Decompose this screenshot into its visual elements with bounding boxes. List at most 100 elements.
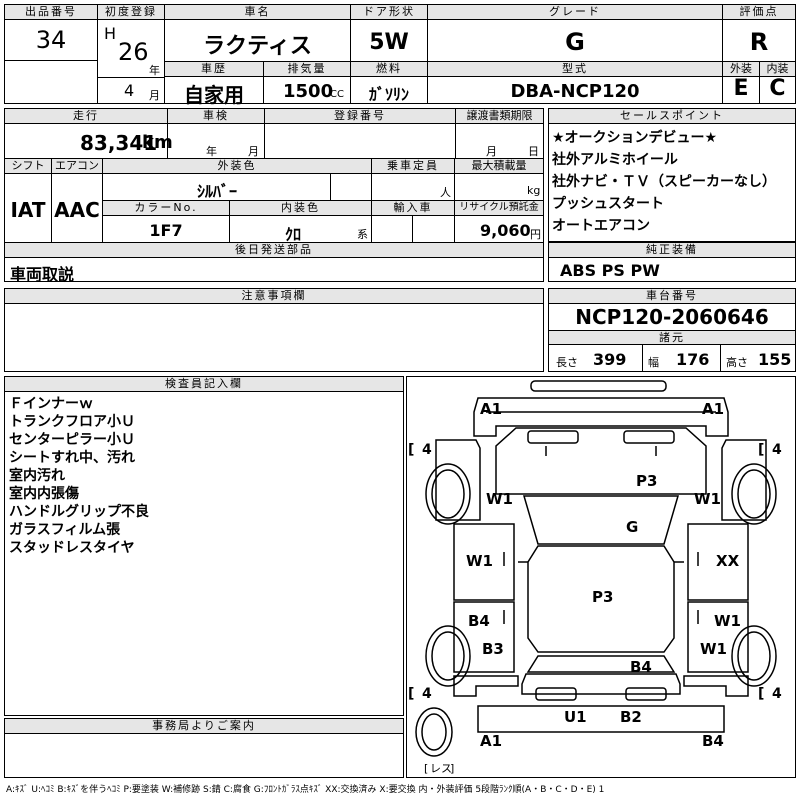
transfer-day-unit: 日 bbox=[528, 145, 539, 158]
reg-year: 26 bbox=[118, 38, 149, 66]
mark-right-rear-door: W1 bbox=[714, 612, 741, 630]
svg-text:[: [ bbox=[408, 686, 414, 702]
hood-outline bbox=[495, 427, 707, 495]
grade-label: グレード bbox=[428, 5, 722, 20]
rear-hatch bbox=[521, 673, 681, 695]
svg-text:[: [ bbox=[424, 762, 428, 775]
svg-text:[: [ bbox=[408, 442, 414, 458]
door-label: ドア形状 bbox=[351, 5, 427, 20]
equipment-value: ABS PS PW bbox=[560, 261, 660, 280]
capacity-label: 乗車定員 bbox=[372, 159, 454, 174]
trunk-lid bbox=[518, 636, 684, 700]
chassis-label: 車台番号 bbox=[549, 289, 795, 304]
first-reg-label: 初度登録 bbox=[98, 5, 164, 20]
insp-month-unit: 月 bbox=[248, 145, 259, 158]
equipment-label: 純正装備 bbox=[549, 243, 795, 258]
sales-point-item: ★オークションデビュー★ bbox=[552, 130, 718, 146]
vehicle-info-table bbox=[4, 108, 544, 282]
tread-rl: 4 bbox=[422, 686, 432, 702]
height: 155 bbox=[758, 350, 792, 369]
mileage-unit: km bbox=[142, 132, 173, 153]
capacity-unit: 人 bbox=[440, 186, 451, 199]
inspector-item: センターピラー小Ｕ bbox=[9, 432, 135, 448]
fuel: ｶﾞｿﾘﾝ bbox=[368, 85, 409, 104]
left-front-fender bbox=[435, 439, 481, 521]
inspector-item: トランクフロア小Ｕ bbox=[9, 414, 135, 430]
history: 自家用 bbox=[184, 83, 244, 107]
ext-label: 外装 bbox=[723, 62, 759, 77]
era: H bbox=[104, 24, 117, 43]
inspector-item: シートすれ中、汚れ bbox=[9, 450, 135, 466]
diagram-box bbox=[406, 376, 796, 778]
lot-no-label: 出品番号 bbox=[5, 5, 97, 20]
mark-hood: P3 bbox=[636, 472, 657, 490]
left-rear-door bbox=[453, 601, 515, 673]
inspector-item: ハンドルグリップ不良 bbox=[9, 504, 149, 520]
height-label: 高さ bbox=[726, 356, 748, 369]
windshield bbox=[523, 495, 679, 545]
mark-rear-panel-1: U1 bbox=[564, 708, 587, 726]
color: ｼﾙﾊﾞｰ bbox=[196, 182, 237, 201]
sales-points-list: ★オークションデビュー★社外アルミホイール社外ナビ・ＴＶ（スピーカーなし）プッシ… bbox=[552, 127, 796, 237]
color-no: 1F7 bbox=[149, 221, 183, 240]
inspector-item: スタッドレスタイヤ bbox=[9, 540, 135, 556]
svg-text:[: [ bbox=[758, 686, 764, 702]
left-front-wheel bbox=[425, 463, 471, 525]
rear-bumper bbox=[477, 705, 725, 733]
later-parts-label: 後日発送部品 bbox=[5, 243, 543, 258]
right-rear-wheel bbox=[731, 625, 777, 687]
insp-year-unit: 年 bbox=[206, 145, 217, 158]
mark-trunk: B4 bbox=[630, 658, 652, 676]
left-front-door bbox=[453, 523, 515, 601]
model: DBA-NCP120 bbox=[510, 81, 640, 102]
mark-roof: P3 bbox=[592, 588, 613, 606]
inspector-item: 室内内張傷 bbox=[9, 486, 79, 502]
mark-windshield: G bbox=[626, 518, 638, 536]
roof bbox=[527, 545, 675, 653]
reg-month-unit: 月 bbox=[149, 89, 160, 102]
length-label: 長さ bbox=[556, 356, 578, 369]
int-color-unit: 系 bbox=[357, 228, 368, 241]
mark-fl-wheel: W1 bbox=[486, 490, 513, 508]
mark-front-right: A1 bbox=[702, 400, 724, 418]
mark-rear-panel-2: B2 bbox=[620, 708, 642, 726]
recycle-unit: 円 bbox=[530, 228, 541, 241]
mark-front-left: A1 bbox=[480, 400, 502, 418]
equipment-box bbox=[548, 242, 796, 282]
ac-label: エアコン bbox=[52, 159, 102, 174]
chassis-number: NCP120-2060646 bbox=[575, 305, 769, 329]
spare-tire bbox=[415, 707, 453, 757]
tread-rr: 4 bbox=[772, 686, 782, 702]
right-front-wheel bbox=[731, 463, 777, 525]
spare-label: レス bbox=[430, 762, 452, 775]
shift-label: シフト bbox=[5, 159, 51, 174]
left-rear-wheel bbox=[425, 625, 471, 687]
notes-box bbox=[4, 288, 544, 372]
sales-point-item: 社外ナビ・ＴＶ（スピーカーなし） bbox=[552, 174, 776, 190]
right-rear-quarter bbox=[683, 675, 749, 697]
displacement: 1500 bbox=[283, 81, 334, 102]
rear-window bbox=[526, 655, 676, 673]
load-label: 最大積載量 bbox=[455, 159, 543, 174]
int-color: ｸﾛ bbox=[284, 225, 301, 244]
color-label: 外装色 bbox=[103, 159, 371, 174]
left-rear-quarter bbox=[453, 675, 519, 697]
score: R bbox=[749, 28, 769, 56]
int-color-label: 内装色 bbox=[230, 201, 371, 216]
transfer-month-unit: 月 bbox=[486, 145, 497, 158]
history-label: 車歴 bbox=[165, 62, 263, 77]
recycle-label: リサイクル預託金 bbox=[455, 201, 543, 216]
inspector-item: Ｆインナーｗ bbox=[9, 396, 93, 412]
header-table bbox=[4, 4, 796, 104]
recycle: 9,060 bbox=[480, 221, 531, 240]
sales-point-item: オートエアコン bbox=[552, 218, 650, 234]
score-label: 評価点 bbox=[723, 5, 795, 20]
sales-point-item: 社外アルミホイール bbox=[552, 152, 678, 168]
shift: IAT bbox=[10, 198, 46, 222]
int-score: C bbox=[769, 76, 786, 101]
reg-year-unit: 年 bbox=[149, 64, 160, 77]
int-label: 内装 bbox=[760, 62, 795, 77]
ac: AAC bbox=[54, 198, 100, 222]
mark-left-front-door: W1 bbox=[466, 552, 493, 570]
mark-rear-left: A1 bbox=[480, 732, 502, 750]
